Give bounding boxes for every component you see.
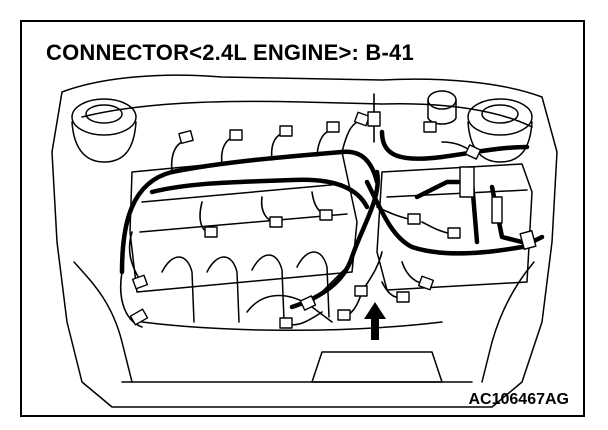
engine-bay-outline	[51, 74, 558, 408]
connectors	[129, 111, 537, 329]
diagram-title: CONNECTOR<2.4L ENGINE>: B-41	[46, 40, 414, 65]
engine-bay-drawing	[51, 74, 558, 408]
right-strut-tower	[427, 90, 533, 163]
connector-b41-arrow	[364, 302, 386, 340]
battery-box	[311, 163, 533, 383]
diagram-frame: CONNECTOR<2.4L ENGINE>: B-41	[20, 20, 585, 417]
engine-block	[129, 151, 358, 323]
figure-code: AC106467AG	[468, 391, 570, 408]
branch-wires	[119, 93, 473, 328]
left-strut-tower	[71, 98, 137, 163]
